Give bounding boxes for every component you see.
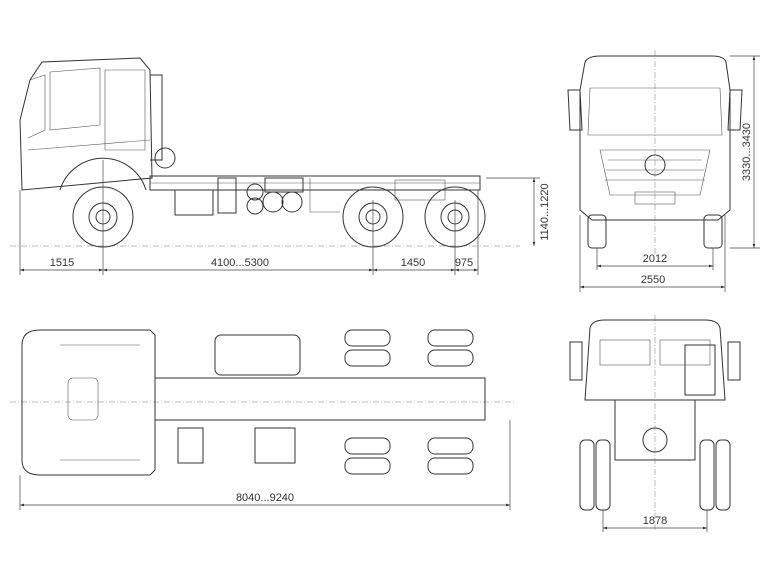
cab (19, 57, 153, 191)
length-dimension: 8040...9240 (19, 420, 511, 510)
front-dimensions: 2012 2550 3330...3430 (579, 55, 760, 292)
tandem-spacing-label: 1450 (401, 257, 425, 269)
top-view: 8040...9240 (10, 329, 515, 510)
side-view: 1515 4100...5300 1450 975 1140...1220 (10, 57, 551, 275)
overall-length-label: 8040...9240 (236, 492, 294, 504)
front-overhang-label: 1515 (50, 257, 74, 269)
cab-rear (584, 319, 726, 401)
fuel-tank (214, 334, 301, 376)
rear-view: 1878 (569, 315, 741, 532)
overall-width-label: 2550 (641, 274, 665, 286)
mirrors (567, 89, 743, 131)
front-view: 2012 2550 3330...3430 (567, 50, 760, 292)
exhaust-stack (150, 74, 163, 161)
rear-tires-top (344, 329, 474, 475)
air-intake (684, 344, 716, 396)
overall-height-label: 3330...3430 (741, 123, 753, 181)
cab-roof (21, 329, 156, 476)
cab-front (579, 55, 731, 221)
chassis-frame-top (154, 377, 486, 421)
rear-track-label: 1878 (643, 515, 667, 527)
side-dimensions: 1515 4100...5300 1450 975 1140...1220 (19, 160, 551, 275)
rear-overhang-label: 975 (455, 257, 473, 269)
wheelbase-label: 4100...5300 (211, 257, 269, 269)
front-track-label: 2012 (643, 253, 667, 265)
frame-height-label: 1140...1220 (539, 183, 551, 240)
rear-track-dimension: 1878 (602, 510, 708, 532)
